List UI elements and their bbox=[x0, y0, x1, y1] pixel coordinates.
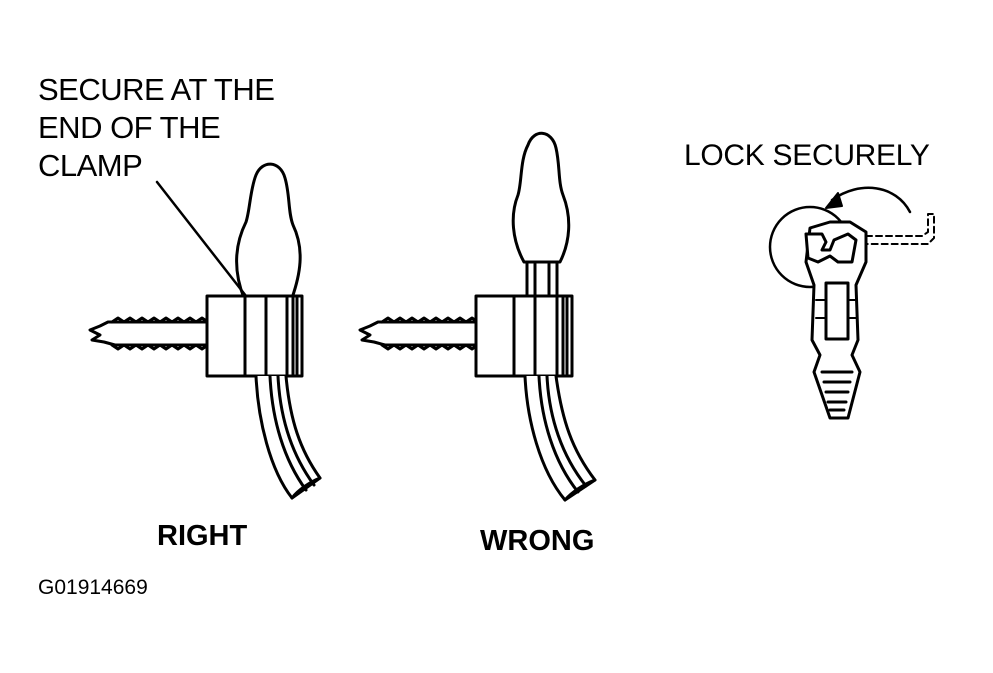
lock-securely-label: LOCK SECURELY bbox=[684, 139, 930, 172]
callout-text-line-3: CLAMP bbox=[38, 148, 143, 183]
right-caption: RIGHT bbox=[157, 520, 248, 552]
lock-clip-figure bbox=[768, 186, 935, 420]
lock-open-latch-dashed bbox=[865, 213, 935, 245]
wrong-clamp-barb bbox=[358, 320, 480, 347]
wrong-exposed-stem bbox=[525, 260, 559, 298]
right-clamp-barb bbox=[88, 320, 210, 347]
wrong-caption: WRONG bbox=[480, 525, 595, 557]
callout-text-line-1: SECURE AT THE bbox=[38, 72, 275, 107]
right-tape-bulb bbox=[235, 162, 302, 300]
right-clamp-figure bbox=[88, 162, 322, 500]
lock-direction-arrow bbox=[830, 186, 912, 214]
callout-leader-line bbox=[155, 180, 248, 298]
wrong-tape-bulb bbox=[511, 131, 571, 264]
wrong-clamp-figure bbox=[358, 131, 597, 502]
figure-id-label: G01914669 bbox=[38, 576, 148, 599]
callout-text-line-2: END OF THE bbox=[38, 110, 221, 145]
